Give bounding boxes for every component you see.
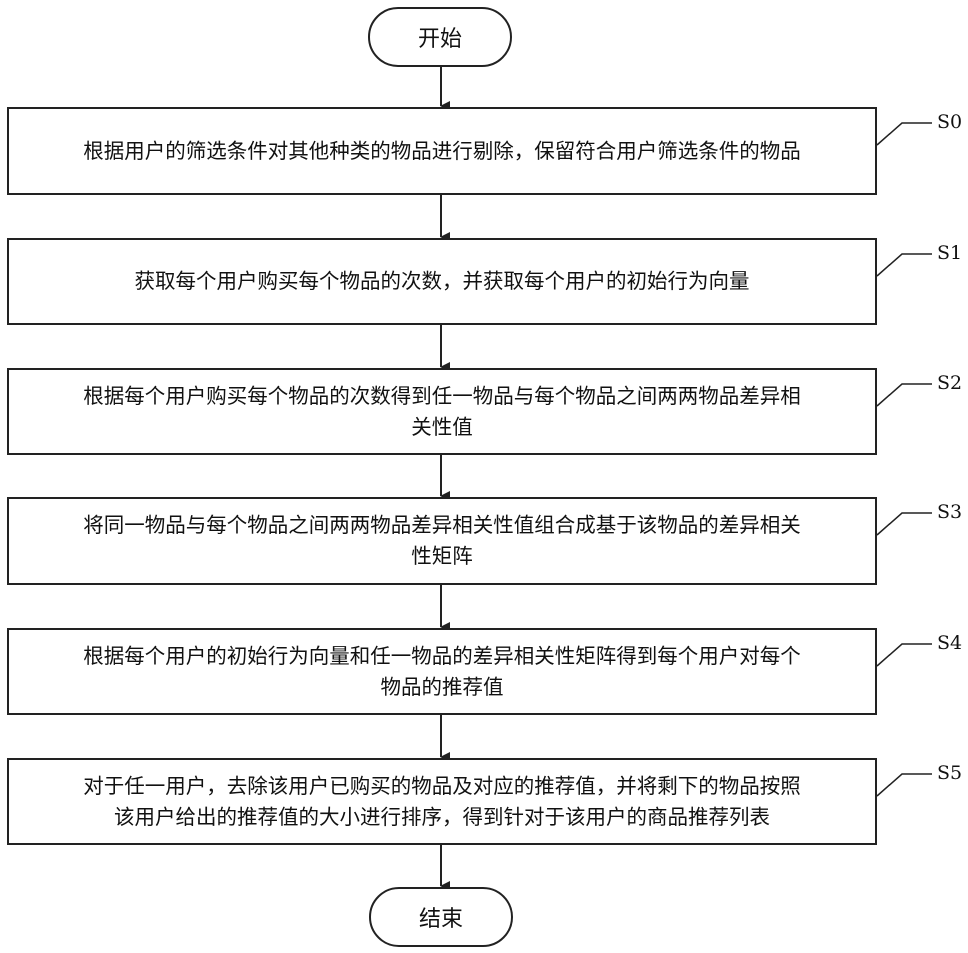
step-s5-text: 对于任一用户，去除该用户已购买的物品及对应的推荐值，并将剩下的物品按照 该用户给… bbox=[83, 771, 801, 833]
step-s1-label: S1 bbox=[937, 242, 962, 264]
step-s3-box: 将同一物品与每个物品之间两两物品差异相关性值组合成基于该物品的差异相关 性矩阵 bbox=[7, 497, 877, 585]
end-terminal: 结束 bbox=[369, 887, 513, 947]
step-s4-box: 根据每个用户的初始行为向量和任一物品的差异相关性矩阵得到每个用户对每个 物品的推… bbox=[7, 628, 877, 715]
step-s3-label: S3 bbox=[937, 501, 962, 523]
step-s0-box: 根据用户的筛选条件对其他种类的物品进行剔除，保留符合用户筛选条件的物品 bbox=[7, 107, 877, 195]
step-s4-label: S4 bbox=[937, 632, 962, 654]
step-s2-line-2: 关性值 bbox=[83, 412, 801, 443]
step-s1-line-1: 获取每个用户购买每个物品的次数，并获取每个用户的初始行为向量 bbox=[135, 266, 750, 297]
start-label: 开始 bbox=[418, 21, 462, 53]
step-s5-box: 对于任一用户，去除该用户已购买的物品及对应的推荐值，并将剩下的物品按照 该用户给… bbox=[7, 758, 877, 845]
step-s2-text: 根据每个用户购买每个物品的次数得到任一物品与每个物品之间两两物品差异相 关性值 bbox=[83, 381, 801, 443]
step-s3-line-2: 性矩阵 bbox=[83, 541, 801, 572]
step-s3-text: 将同一物品与每个物品之间两两物品差异相关性值组合成基于该物品的差异相关 性矩阵 bbox=[83, 510, 801, 572]
step-s5-label: S5 bbox=[937, 762, 962, 784]
end-label: 结束 bbox=[419, 901, 463, 933]
step-s4-leader-line bbox=[877, 644, 932, 666]
step-s3-leader-line bbox=[877, 513, 932, 535]
step-s4-line-2: 物品的推荐值 bbox=[83, 672, 801, 703]
step-s2-box: 根据每个用户购买每个物品的次数得到任一物品与每个物品之间两两物品差异相 关性值 bbox=[7, 368, 877, 455]
step-s0-text: 根据用户的筛选条件对其他种类的物品进行剔除，保留符合用户筛选条件的物品 bbox=[83, 136, 801, 167]
step-s1-box: 获取每个用户购买每个物品的次数，并获取每个用户的初始行为向量 bbox=[7, 238, 877, 325]
step-s4-line-1: 根据每个用户的初始行为向量和任一物品的差异相关性矩阵得到每个用户对每个 bbox=[83, 641, 801, 672]
step-s5-leader-line bbox=[877, 774, 932, 796]
start-terminal: 开始 bbox=[368, 7, 512, 67]
step-s0-line-1: 根据用户的筛选条件对其他种类的物品进行剔除，保留符合用户筛选条件的物品 bbox=[83, 136, 801, 167]
step-s2-leader-line bbox=[877, 384, 932, 406]
step-s5-line-1: 对于任一用户，去除该用户已购买的物品及对应的推荐值，并将剩下的物品按照 bbox=[83, 771, 801, 802]
step-s5-line-2: 该用户给出的推荐值的大小进行排序，得到针对于该用户的商品推荐列表 bbox=[83, 802, 801, 833]
step-s2-label: S2 bbox=[937, 372, 962, 394]
step-s3-line-1: 将同一物品与每个物品之间两两物品差异相关性值组合成基于该物品的差异相关 bbox=[83, 510, 801, 541]
step-s0-leader-line bbox=[877, 123, 932, 145]
step-s1-leader-line bbox=[877, 254, 932, 276]
step-s1-text: 获取每个用户购买每个物品的次数，并获取每个用户的初始行为向量 bbox=[135, 266, 750, 297]
step-s4-text: 根据每个用户的初始行为向量和任一物品的差异相关性矩阵得到每个用户对每个 物品的推… bbox=[83, 641, 801, 703]
step-s2-line-1: 根据每个用户购买每个物品的次数得到任一物品与每个物品之间两两物品差异相 bbox=[83, 381, 801, 412]
step-s0-label: S0 bbox=[937, 111, 962, 133]
